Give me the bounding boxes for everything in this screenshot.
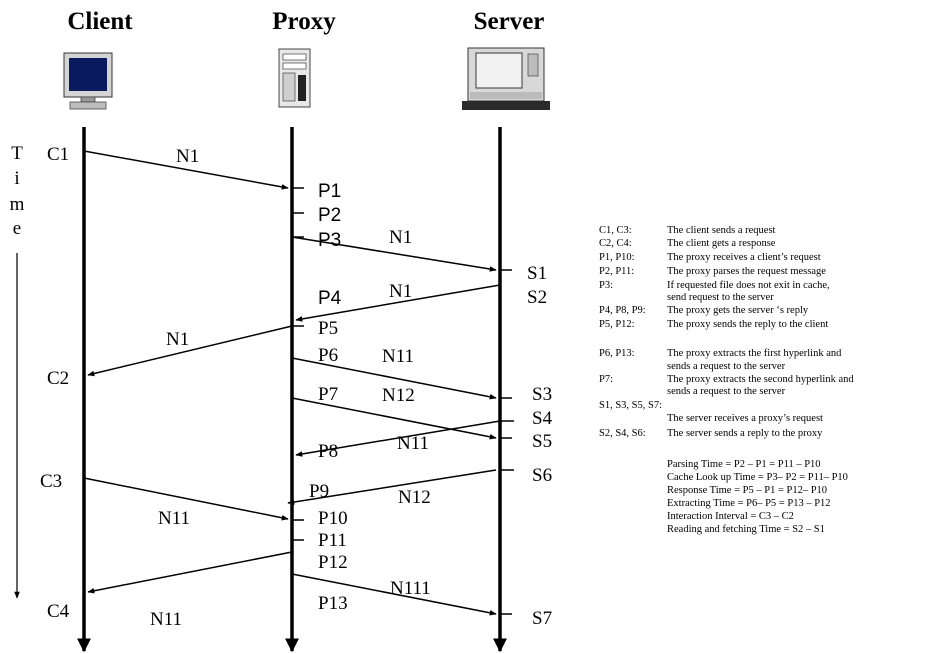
message-label-4: N1 [166,329,189,350]
formula-2: Cache Look up Time = P3– P2 = P11– P10 [667,472,848,483]
message-arrow-p7-s5 [291,397,497,440]
event-label-s6: S6 [532,465,552,486]
formula-3: Response Time = P5 – P1 = P12– P10 [667,485,827,496]
message-label-3: N1 [389,281,412,302]
legend-desc-8a: The proxy extracts the first hyperlink a… [667,348,842,359]
message-arrow-s4-p8 [295,420,501,457]
legend-desc-1: The client sends a request [667,225,776,236]
event-label-c2: C2 [47,368,69,389]
time-letter-4: e [13,218,21,239]
message-label-2: N1 [389,227,412,248]
event-label-s3: S3 [532,384,552,405]
client-computer-icon [63,52,113,110]
event-label-c4: C4 [47,601,70,622]
event-label-p7: P7 [318,384,338,405]
legend-key-10: S1, S3, S5, S7: [599,400,662,411]
legend-desc-6: The proxy gets the server ‘s reply [667,305,809,316]
message-label-10: N111 [390,578,431,599]
column-header-server: Server [474,8,545,35]
legend-desc-9b: sends a request to the server [667,386,786,397]
formula-4: Extracting Time = P6– P5 = P13 – P12 [667,498,831,509]
formula-1: Parsing Time = P2 – P1 = P11 – P10 [667,459,821,470]
legend-key-11: S2, S4, S6: [599,428,646,439]
legend-key-2: C2, C4: [599,238,632,249]
event-label-p4: P4 [318,288,342,309]
event-label-p3: P3 [318,230,341,251]
legend-desc-7: The proxy sends the reply to the client [667,319,828,330]
message-label-6: N12 [382,385,415,406]
event-label-s4: S4 [532,408,553,429]
event-label-p12: P12 [318,552,348,573]
server-computer-icon [462,47,550,110]
message-arrow-c1-p1 [83,150,289,190]
legend-key-1: C1, C3: [599,225,632,236]
event-label-c1: C1 [47,144,69,165]
event-label-p5: P5 [318,318,338,339]
message-label-1: N1 [176,146,199,167]
event-label-p2: P2 [318,205,341,226]
formula-6: Reading and fetching Time = S2 – S1 [667,524,825,535]
event-label-p9: P9 [309,481,329,502]
event-label-p1: P1 [318,181,341,202]
event-label-p10: P10 [318,508,348,529]
message-label-9: N11 [158,508,190,529]
message-label-7: N11 [397,433,429,454]
event-label-p6: P6 [318,345,338,366]
time-letter-3: m [10,194,25,215]
legend-desc-3: The proxy receives a client’s request [667,252,821,263]
event-label-s7: S7 [532,608,552,629]
message-label-8: N12 [398,487,431,508]
legend-key-5: P3: [599,280,613,291]
time-letter-2: i [14,168,19,189]
proxy-server-icon [278,48,311,108]
message-arrows [83,150,501,616]
message-arrow-s2-p4 [295,284,501,322]
event-label-s5: S5 [532,431,552,452]
legend-desc-5b: send request to the server [667,292,774,303]
message-arrow-c3-p10 [83,477,289,521]
message-label-5: N11 [382,346,414,367]
legend-key-4: P2, P11: [599,266,634,277]
event-label-p8: P8 [318,441,338,462]
formula-5: Interaction Interval = C3 – C2 [667,511,794,522]
time-letter-1: T [11,143,23,164]
message-arrow-s6-p9 [287,469,497,505]
legend-key-9: P7: [599,374,613,385]
message-arrow-p12-c4 [87,551,293,594]
message-arrow-p12-s7 [291,573,497,616]
event-label-s1: S1 [527,263,547,284]
legend-desc-4: The proxy parses the request message [667,266,826,277]
legend-desc-9a: The proxy extracts the second hyperlink … [667,374,854,385]
column-header-client: Client [67,8,133,35]
event-ticks [292,187,514,615]
event-label-s2: S2 [527,287,547,308]
legend-desc-10: The server receives a proxy’s request [667,413,823,424]
column-header-proxy: Proxy [272,8,336,35]
message-label-11: N11 [150,609,182,630]
message-arrow-p6-s3 [291,357,497,400]
legend-desc-11: The server sends a reply to the proxy [667,428,823,439]
message-arrow-p3-s1 [291,236,497,272]
legend-desc-2: The client gets a response [667,238,776,249]
event-label-p13: P13 [318,593,348,614]
legend: C1, C3: The client sends a request C2, C… [599,225,854,535]
legend-desc-5a: If requested file does not exit in cache… [667,280,830,291]
message-arrow-p5-c2 [87,325,293,377]
legend-desc-8b: sends a request to the server [667,361,786,372]
legend-key-6: P4, P8, P9: [599,305,646,316]
legend-key-8: P6, P13: [599,348,635,359]
event-label-p11: P11 [318,530,347,551]
legend-key-3: P1, P10: [599,252,635,263]
legend-key-7: P5, P12: [599,319,635,330]
event-label-c3: C3 [40,471,62,492]
